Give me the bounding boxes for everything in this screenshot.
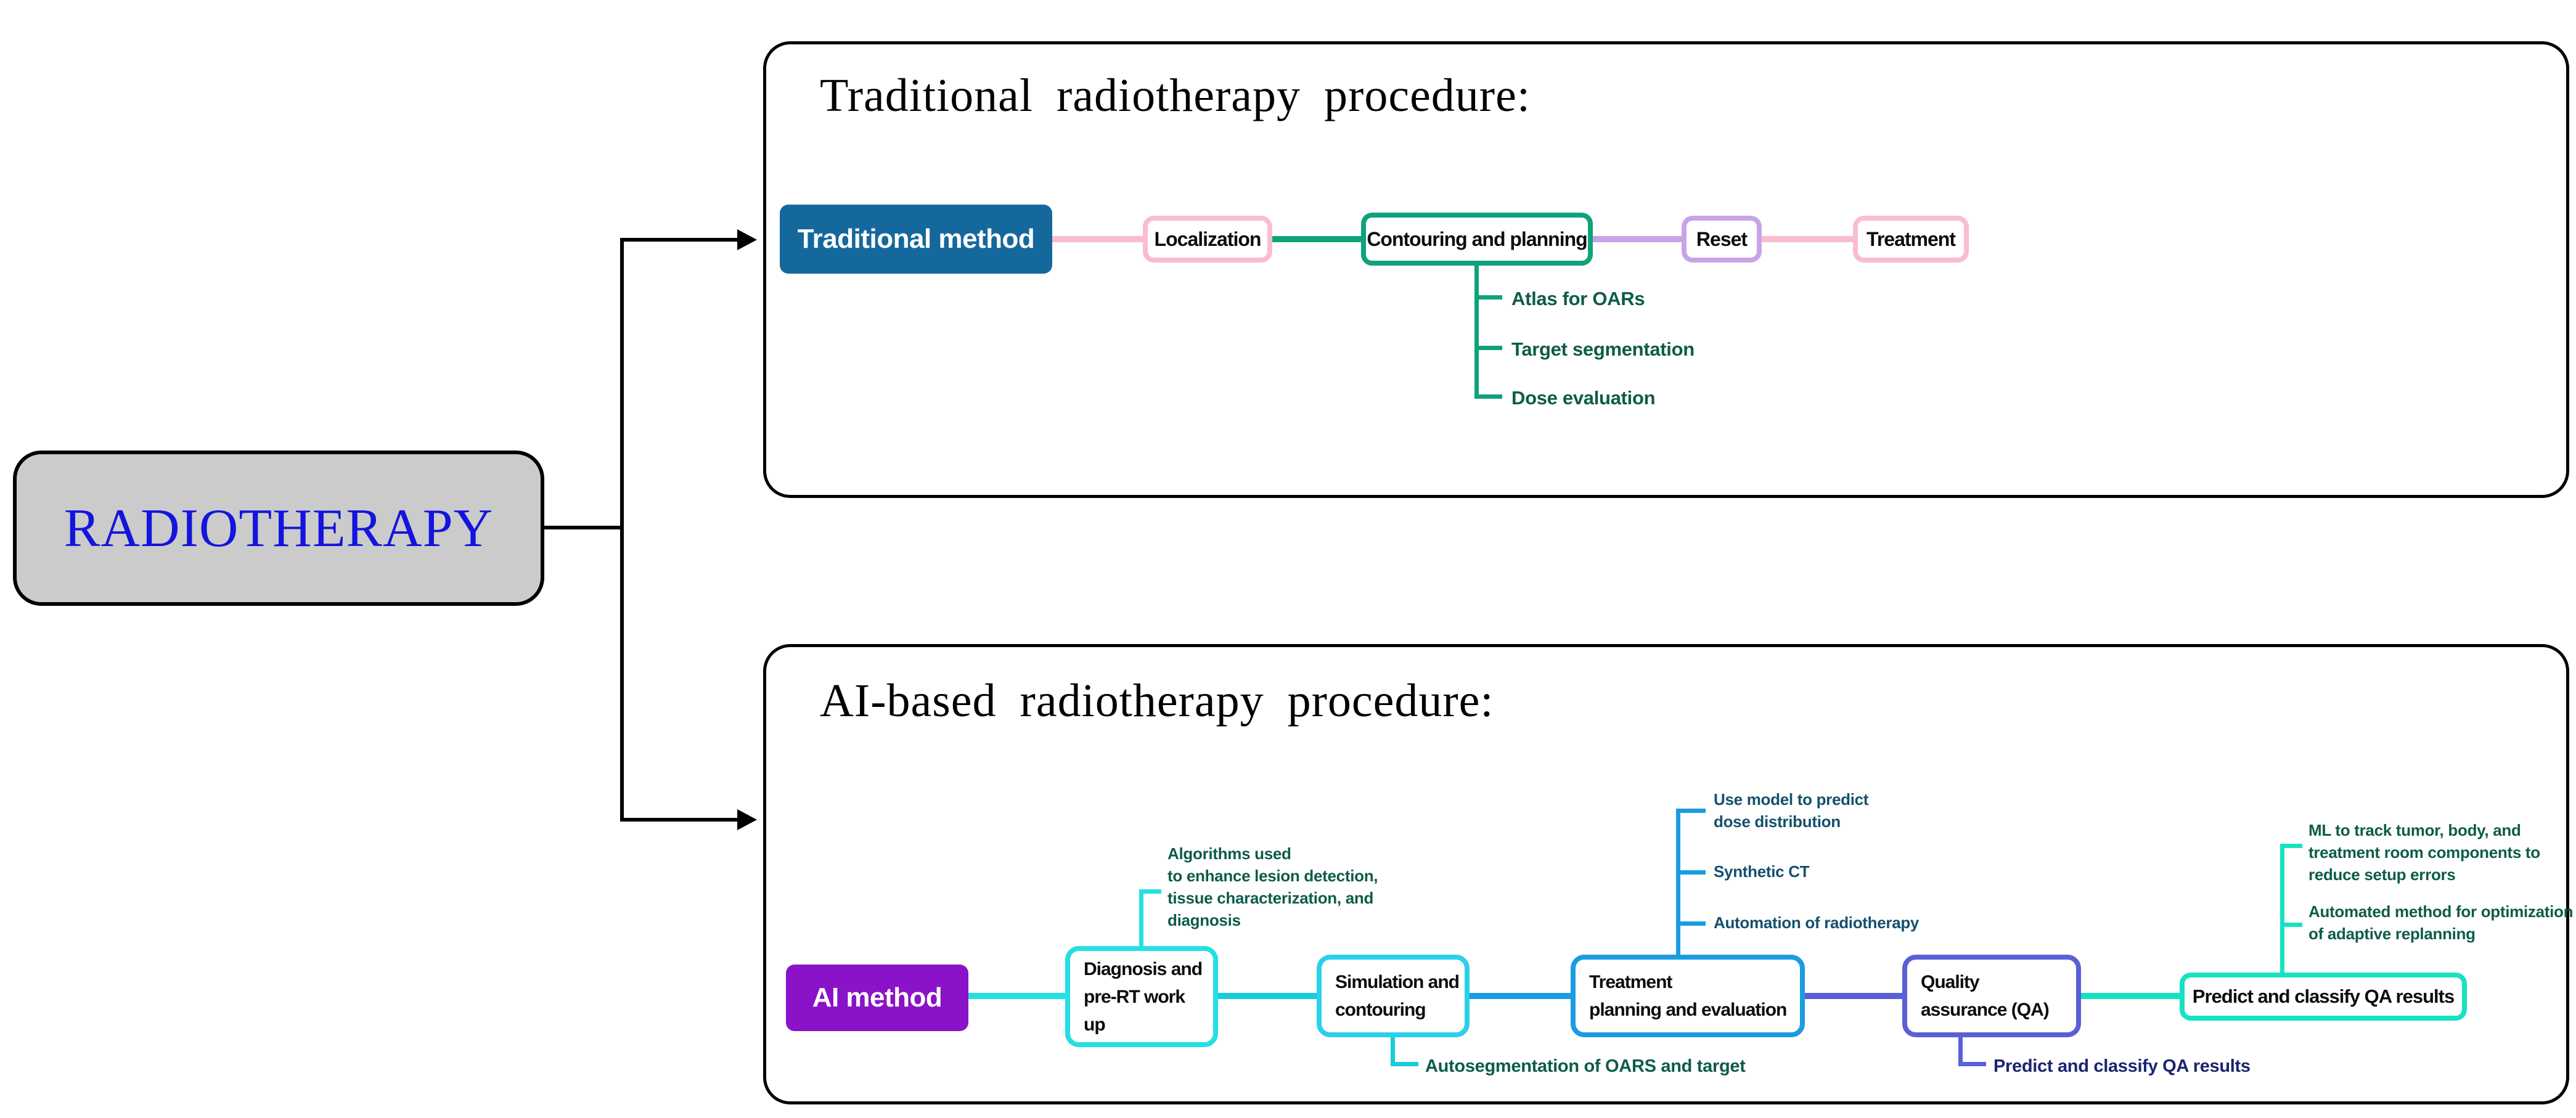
connector-trad-green — [1272, 236, 1361, 242]
step-treatment-planning: Treatment planning and evaluation — [1571, 955, 1805, 1037]
diagnosis-note-line-v — [1139, 889, 1143, 946]
note-autosegmentation: Autosegmentation of OARS and target — [1425, 1056, 1746, 1076]
ai-panel-title: AI-based radiotherapy procedure: — [820, 675, 1494, 727]
tp-note-tick-3 — [1676, 921, 1706, 926]
qa-note-line-h — [1958, 1062, 1986, 1066]
predict-note-tick-1 — [2280, 844, 2302, 848]
contouring-subtree-tick-2 — [1474, 346, 1502, 350]
note-use-model-predict-dose: Use model to predict dose distribution — [1714, 790, 1869, 831]
radiotherapy-root-node: RADIOTHERAPY — [13, 451, 544, 606]
contouring-subtree-tick-3 — [1474, 394, 1502, 399]
predict-note-line-v — [2280, 844, 2284, 973]
step-contouring-and-planning: Contouring and planning — [1361, 213, 1593, 266]
note-diagnosis-algorithms: Algorithms used to enhance lesion detect… — [1167, 844, 1378, 929]
step-localization: Localization — [1143, 216, 1272, 263]
step-quality-assurance: Quality assurance (QA) — [1902, 955, 2081, 1037]
step-diagnosis-pre-rt: Diagnosis and pre-RT work up — [1065, 946, 1218, 1047]
diagnosis-note-line-h — [1139, 889, 1161, 894]
qa-note-line-v — [1958, 1037, 1963, 1066]
connector-ai-blue — [1470, 993, 1571, 999]
connector-ai-cyan — [968, 993, 1065, 999]
step-treatment: Treatment — [1853, 216, 1969, 263]
step-simulation-contouring: Simulation and contouring — [1317, 955, 1470, 1037]
subtree-item-dose-evaluation: Dose evaluation — [1511, 387, 1656, 409]
tp-note-tick-1 — [1676, 809, 1706, 813]
contouring-subtree-tick-1 — [1474, 295, 1502, 300]
branch-stem-line — [542, 526, 623, 529]
ai-method-node: AI method — [786, 965, 968, 1031]
connector-ai-turquoise — [2081, 993, 2180, 999]
subtree-item-atlas-for-oars: Atlas for OARs — [1511, 288, 1645, 309]
simulation-note-line-h — [1391, 1062, 1418, 1066]
arrow-into-ai-panel — [737, 809, 757, 830]
step-predict-classify-qa: Predict and classify QA results — [2180, 973, 2467, 1021]
branch-vertical-line — [620, 238, 624, 822]
tp-note-line-v — [1676, 809, 1680, 955]
subtree-item-target-segmentation: Target segmentation — [1511, 338, 1695, 360]
step-reset: Reset — [1682, 216, 1762, 263]
note-automation-of-radiotherapy: Automation of radiotherapy — [1714, 913, 1920, 932]
connector-ai-indigo — [1805, 993, 1902, 999]
tp-note-tick-2 — [1676, 870, 1706, 875]
note-automated-replanning: Automated method for optimization of ada… — [2308, 902, 2574, 943]
traditional-method-node: Traditional method — [780, 205, 1052, 274]
note-ml-track-tumor: ML to track tumor, body, and treatment r… — [2308, 821, 2540, 884]
connector-trad-lavender — [1593, 236, 1682, 242]
branch-top-line — [620, 238, 737, 242]
contouring-subtree-line — [1474, 266, 1479, 399]
connector-ai-cyan-dark — [1218, 993, 1317, 999]
traditional-panel-title: Traditional radiotherapy procedure: — [820, 70, 1531, 121]
simulation-note-line-v — [1391, 1037, 1395, 1066]
arrow-into-traditional-panel — [737, 229, 757, 250]
connector-trad-pink-1 — [1052, 236, 1143, 242]
note-synthetic-ct: Synthetic CT — [1714, 862, 1810, 881]
traditional-panel — [763, 41, 2569, 498]
branch-bottom-line — [620, 818, 737, 822]
connector-trad-pink-2 — [1762, 236, 1853, 242]
note-predict-classify-qa-results: Predict and classify QA results — [1993, 1056, 2251, 1076]
predict-note-tick-2 — [2280, 923, 2302, 927]
